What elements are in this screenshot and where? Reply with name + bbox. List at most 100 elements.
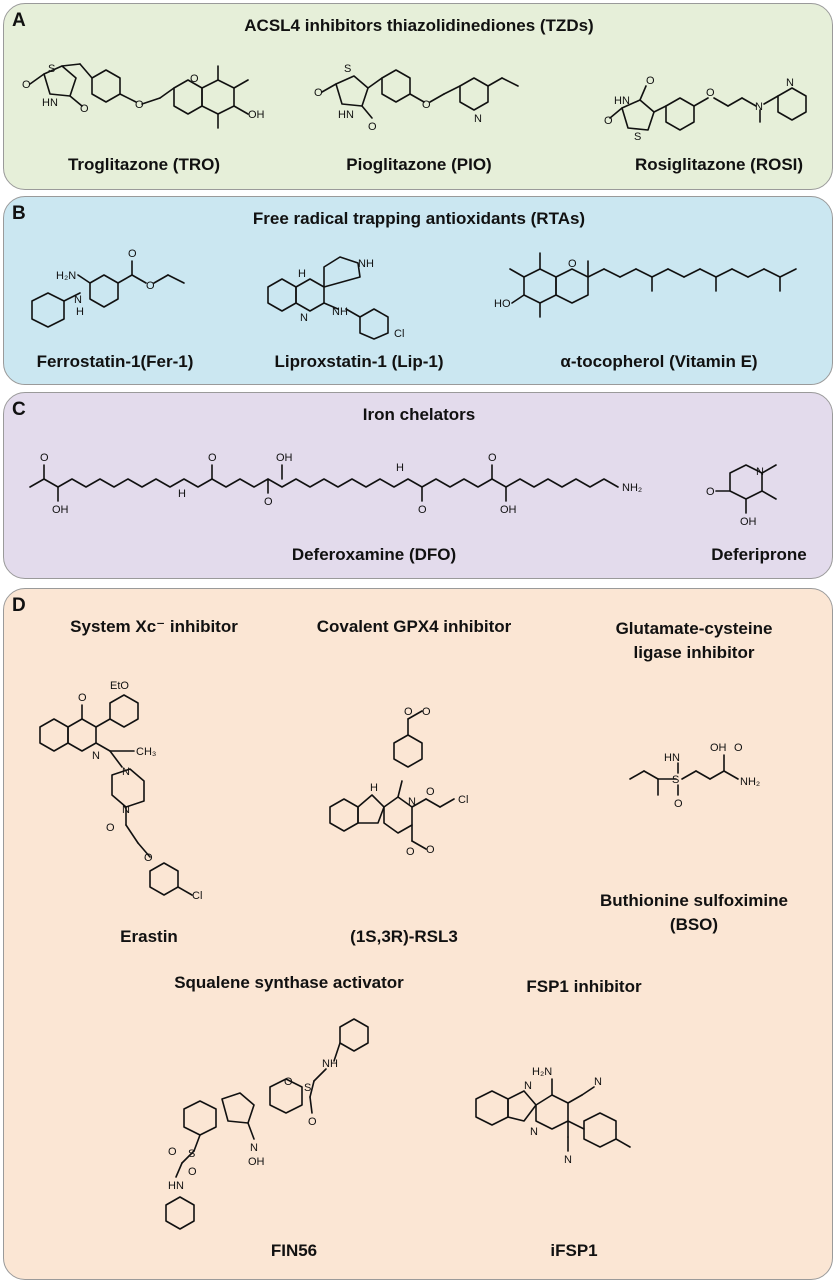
atom-label: H [178, 488, 186, 500]
atom-label: O [128, 248, 137, 260]
panel-b-rta: B Free radical trapping antioxidants (RT… [3, 196, 833, 385]
compound-name-erastin: Erastin [120, 927, 178, 946]
atom-label: O [146, 280, 155, 292]
atom-label: O [426, 844, 435, 856]
atom-label: O [404, 706, 413, 718]
rosiglitazone-structure: HN O O S O N N [604, 75, 807, 143]
atom-label: Cl [192, 890, 202, 902]
atom-label: NH₂ [622, 482, 642, 494]
atom-label: NH [358, 258, 374, 270]
atom-label: H [396, 462, 404, 474]
atom-label: O [418, 504, 427, 516]
atom-label: HN [338, 109, 354, 121]
atom-label: S [634, 131, 641, 143]
alpha-tocopherol-structure: O HO [494, 252, 797, 318]
atom-label: N [530, 1126, 538, 1138]
atom-label: HN [168, 1180, 184, 1192]
atom-label: O [488, 452, 497, 464]
atom-label: N [122, 766, 130, 778]
atom-label: O [368, 121, 377, 133]
atom-label: H [76, 306, 84, 318]
atom-label: N [594, 1076, 602, 1088]
atom-label: N [74, 294, 82, 306]
atom-label: O [308, 1116, 317, 1128]
atom-label: HN [42, 97, 58, 109]
atom-label: O [706, 486, 715, 498]
title-gpx4-inhibitor: Covalent GPX4 inhibitor [316, 617, 512, 636]
panel-title: ACSL4 inhibitors thiazolidinediones (TZD… [244, 16, 594, 35]
pioglitazone-structure: S O HN O O N [314, 63, 519, 133]
atom-label: OH [248, 109, 265, 121]
compound-name-ifsp1: iFSP1 [550, 1241, 598, 1260]
atom-label: O [188, 1166, 197, 1178]
ifsp1-structure: N N H₂N N N [475, 1066, 631, 1166]
atom-label: O [208, 452, 217, 464]
atom-label: O [604, 115, 613, 127]
deferoxamine-structure: O OH H O O OH H O O OH NH₂ [29, 452, 642, 516]
atom-label: N [300, 312, 308, 324]
troglitazone-structure: S O HN O O O OH [22, 63, 265, 129]
compound-name-rosiglitazone: Rosiglitazone (ROSI) [634, 155, 804, 174]
compound-name-rsl3: (1S,3R)-RSL3 [350, 927, 458, 946]
atom-label: HN [664, 752, 680, 764]
atom-label: OH [740, 516, 757, 528]
compound-name-ferrostatin-1: Ferrostatin-1(Fer-1) [36, 352, 194, 371]
atom-label: OH [500, 504, 517, 516]
atom-label: N [564, 1154, 572, 1166]
atom-label: HO [494, 298, 511, 310]
compound-name-alpha-tocopherol: α-tocopherol (Vitamin E) [560, 352, 758, 371]
atom-label: O [284, 1076, 293, 1088]
atom-label: O [264, 496, 273, 508]
atom-label: O [422, 706, 431, 718]
compound-name-fin56: FIN56 [270, 1241, 318, 1260]
atom-label: O [135, 99, 144, 111]
liproxstatin-1-structure: H N NH NH Cl [267, 256, 404, 340]
atom-label: H₂N [532, 1066, 552, 1078]
atom-label: OH [248, 1156, 265, 1168]
atom-label: N [250, 1142, 258, 1154]
atom-label: OH [276, 452, 293, 464]
panel-a-tzd: A ACSL4 inhibitors thiazolidinediones (T… [3, 3, 833, 190]
atom-label: S [48, 63, 55, 75]
atom-label: S [672, 774, 679, 786]
atom-label: EtO [110, 680, 129, 692]
compound-name-troglitazone: Troglitazone (TRO) [67, 155, 221, 174]
erastin-structure: O EtO CH₃ N N N O O Cl [39, 680, 202, 902]
atom-label: O [422, 99, 431, 111]
atom-label: O [314, 87, 323, 99]
atom-label: N [122, 804, 130, 816]
atom-label: O [426, 786, 435, 798]
atom-label: NH [322, 1058, 338, 1070]
panel-letter: A [12, 10, 26, 31]
panel-letter: D [12, 595, 26, 616]
atom-label: NH₂ [740, 776, 760, 788]
bso-structure: S HN O OH O NH₂ [629, 742, 760, 810]
atom-label: N [755, 101, 763, 113]
panel-title: Free radical trapping antioxidants (RTAs… [252, 209, 586, 228]
compound-name-deferiprone: Deferiprone [711, 545, 807, 564]
atom-label: N [756, 466, 764, 478]
atom-label: N [408, 796, 416, 808]
fin56-structure: NH S O O N OH S O O HN [165, 1018, 369, 1230]
atom-label: O [406, 846, 415, 858]
atom-label: S [344, 63, 351, 75]
atom-label: O [734, 742, 743, 754]
atom-label: S [188, 1148, 195, 1160]
title-gcl-inhibitor: Glutamate-cysteine ligase inhibitor [615, 619, 773, 662]
atom-label: O [80, 103, 89, 115]
atom-label: O [168, 1146, 177, 1158]
ferrostatin-1-structure: H₂N N H O O [31, 248, 185, 328]
title-squalene-synthase-activator: Squalene synthase activator [174, 973, 404, 992]
atom-label: OH [52, 504, 69, 516]
atom-label: O [706, 87, 715, 99]
atom-label: Cl [458, 794, 468, 806]
atom-label: O [40, 452, 49, 464]
compound-name-pioglitazone: Pioglitazone (PIO) [346, 155, 492, 174]
atom-label: O [568, 258, 577, 270]
panel-letter: B [12, 203, 26, 224]
compound-name-bso: Buthionine sulfoximine (BSO) [600, 891, 788, 934]
atom-label: O [78, 692, 87, 704]
title-fsp1-inhibitor: FSP1 inhibitor [526, 977, 642, 996]
atom-label: NH [332, 306, 348, 318]
atom-label: O [674, 798, 683, 810]
